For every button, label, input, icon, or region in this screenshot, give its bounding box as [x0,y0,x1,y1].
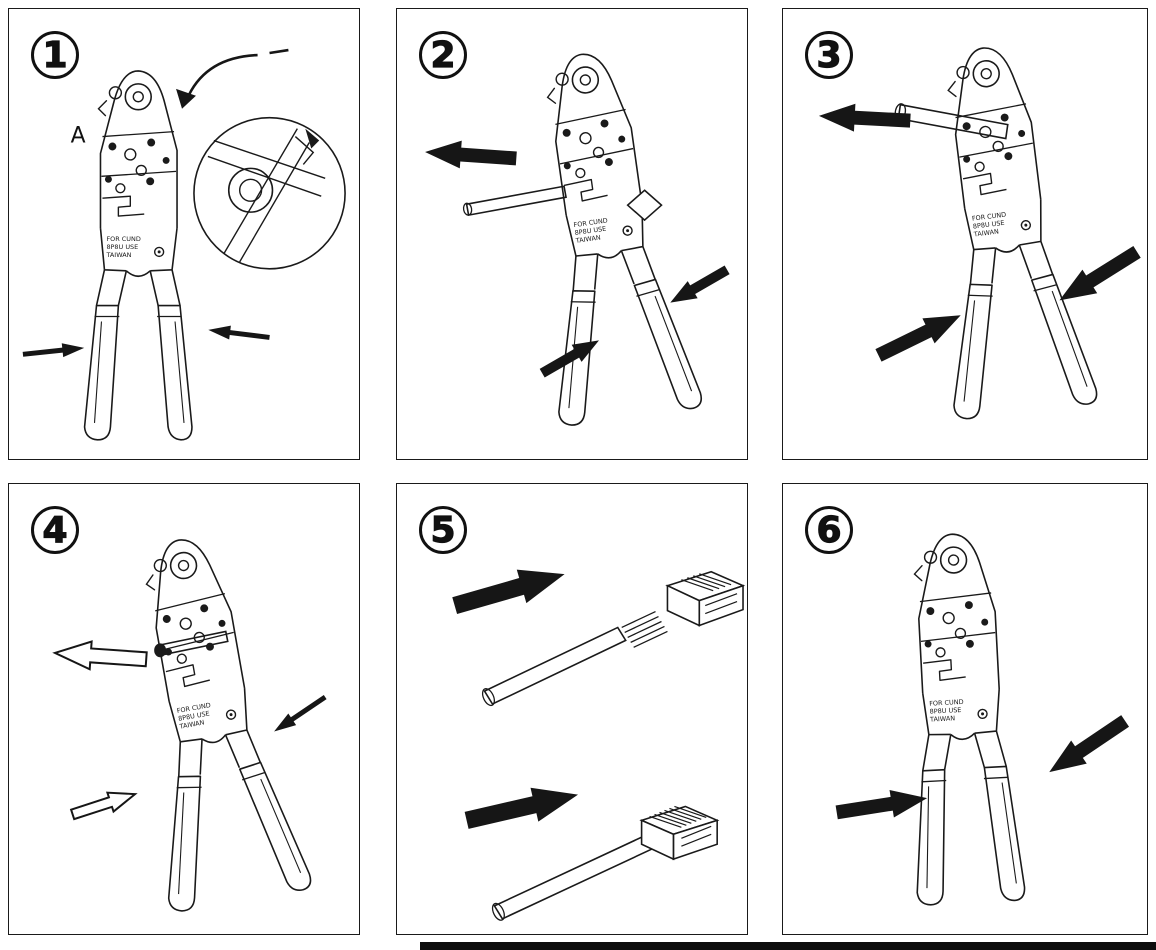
step-number-badge: 3 [805,31,853,79]
step5-illustration [449,557,746,921]
insert-wires-group [449,557,746,707]
crimper-tool-drawing [899,531,1026,905]
stripped-cable-drawing [481,610,668,707]
step-number: 6 [816,509,842,551]
rj45-plug-attached-drawing [639,805,720,861]
squeeze-arrow-right [665,261,733,312]
step-number-badge: 1 [31,31,79,79]
step3-illustration [818,9,1145,459]
squeeze-arrow-right [1052,240,1145,313]
callout-a-label: A [71,124,86,149]
crimper-tool-drawing [909,39,1100,423]
step-panel-1: 1 A [8,8,360,460]
release-arrow-left [52,638,149,675]
insert-arrow-bottom [462,777,582,838]
step-number-badge: 4 [31,506,79,554]
cable-drawing [462,185,567,217]
crimper-tool-drawing [508,44,705,430]
push-arrow-right [207,322,271,345]
step-panel-6: 6 [782,483,1148,935]
scan-artifact-bar [420,942,1156,950]
magnifier-inset [193,116,346,270]
crimped-cable-drawing [154,630,229,658]
step4-illustration [52,484,330,934]
squeeze-arrow-left [872,302,967,368]
cut-piece-drawing [626,189,663,222]
step-number-badge: 2 [419,31,467,79]
pull-arrow-left [424,138,518,173]
step-number: 2 [430,34,456,76]
step-number-badge: 6 [805,506,853,554]
release-arrow-handle [68,783,140,825]
step-number-badge: 5 [419,506,467,554]
step-panel-3: 3 [782,8,1148,460]
insert-arrow-top [449,557,570,623]
step-number: 4 [42,509,68,551]
open-arrow-right [270,691,330,738]
step-number: 3 [816,34,842,76]
step1-illustration: A [22,48,346,459]
squeeze-arrow-left [834,784,930,827]
step2-illustration [424,9,733,459]
crimper-tool-drawing [85,71,192,440]
step-panel-5: 5 [396,483,748,935]
step-panel-2: 2 [396,8,748,460]
finished-cable-drawing [491,835,653,921]
push-arrow-left [22,340,85,362]
step-panel-4: 4 [8,483,360,935]
crimped-plug-group [462,777,720,921]
step-number: 1 [42,34,68,76]
step-number: 5 [430,509,456,551]
squeeze-arrow-right [1041,709,1133,784]
rotate-arrow [176,48,289,109]
rj45-connector-drawing [665,570,746,627]
